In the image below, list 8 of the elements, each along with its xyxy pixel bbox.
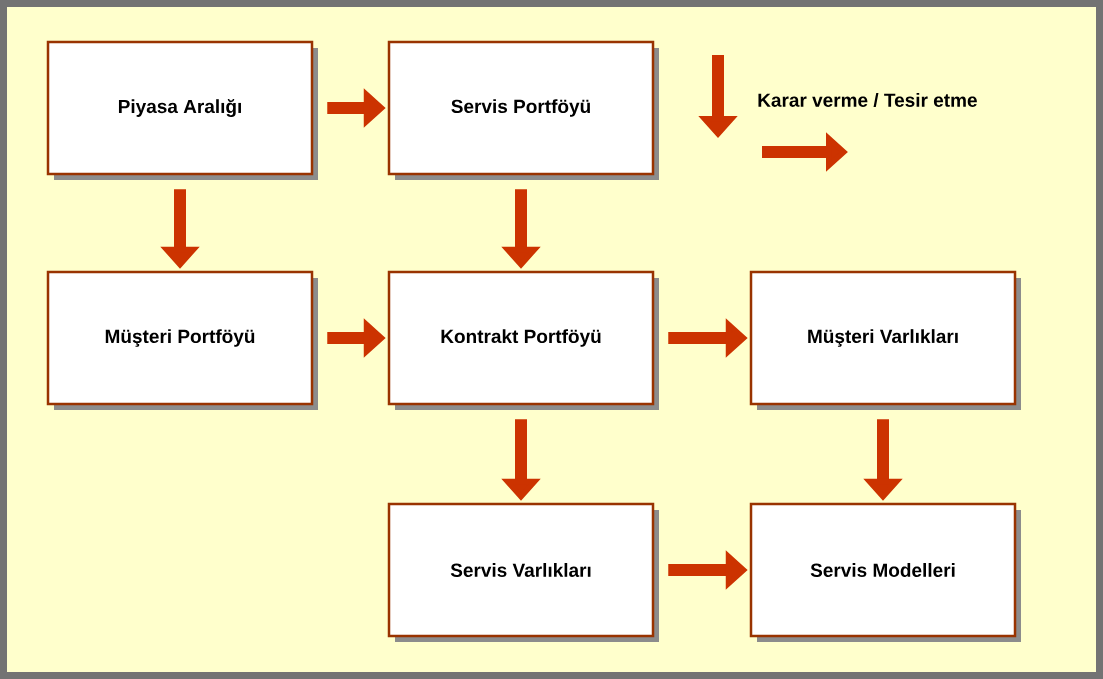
process-box: Kontrakt Portföyü xyxy=(387,270,659,410)
process-box: Müşteri Varlıkları xyxy=(749,270,1021,410)
process-box: Piyasa Aralığı xyxy=(46,40,318,180)
process-box: Servis Portföyü xyxy=(387,40,659,180)
process-box: Müşteri Portföyü xyxy=(46,270,318,410)
process-box: Servis Modelleri xyxy=(749,502,1021,642)
process-box: Servis Varlıkları xyxy=(387,502,659,642)
legend-text: Karar verme / Tesir etme xyxy=(758,92,977,108)
